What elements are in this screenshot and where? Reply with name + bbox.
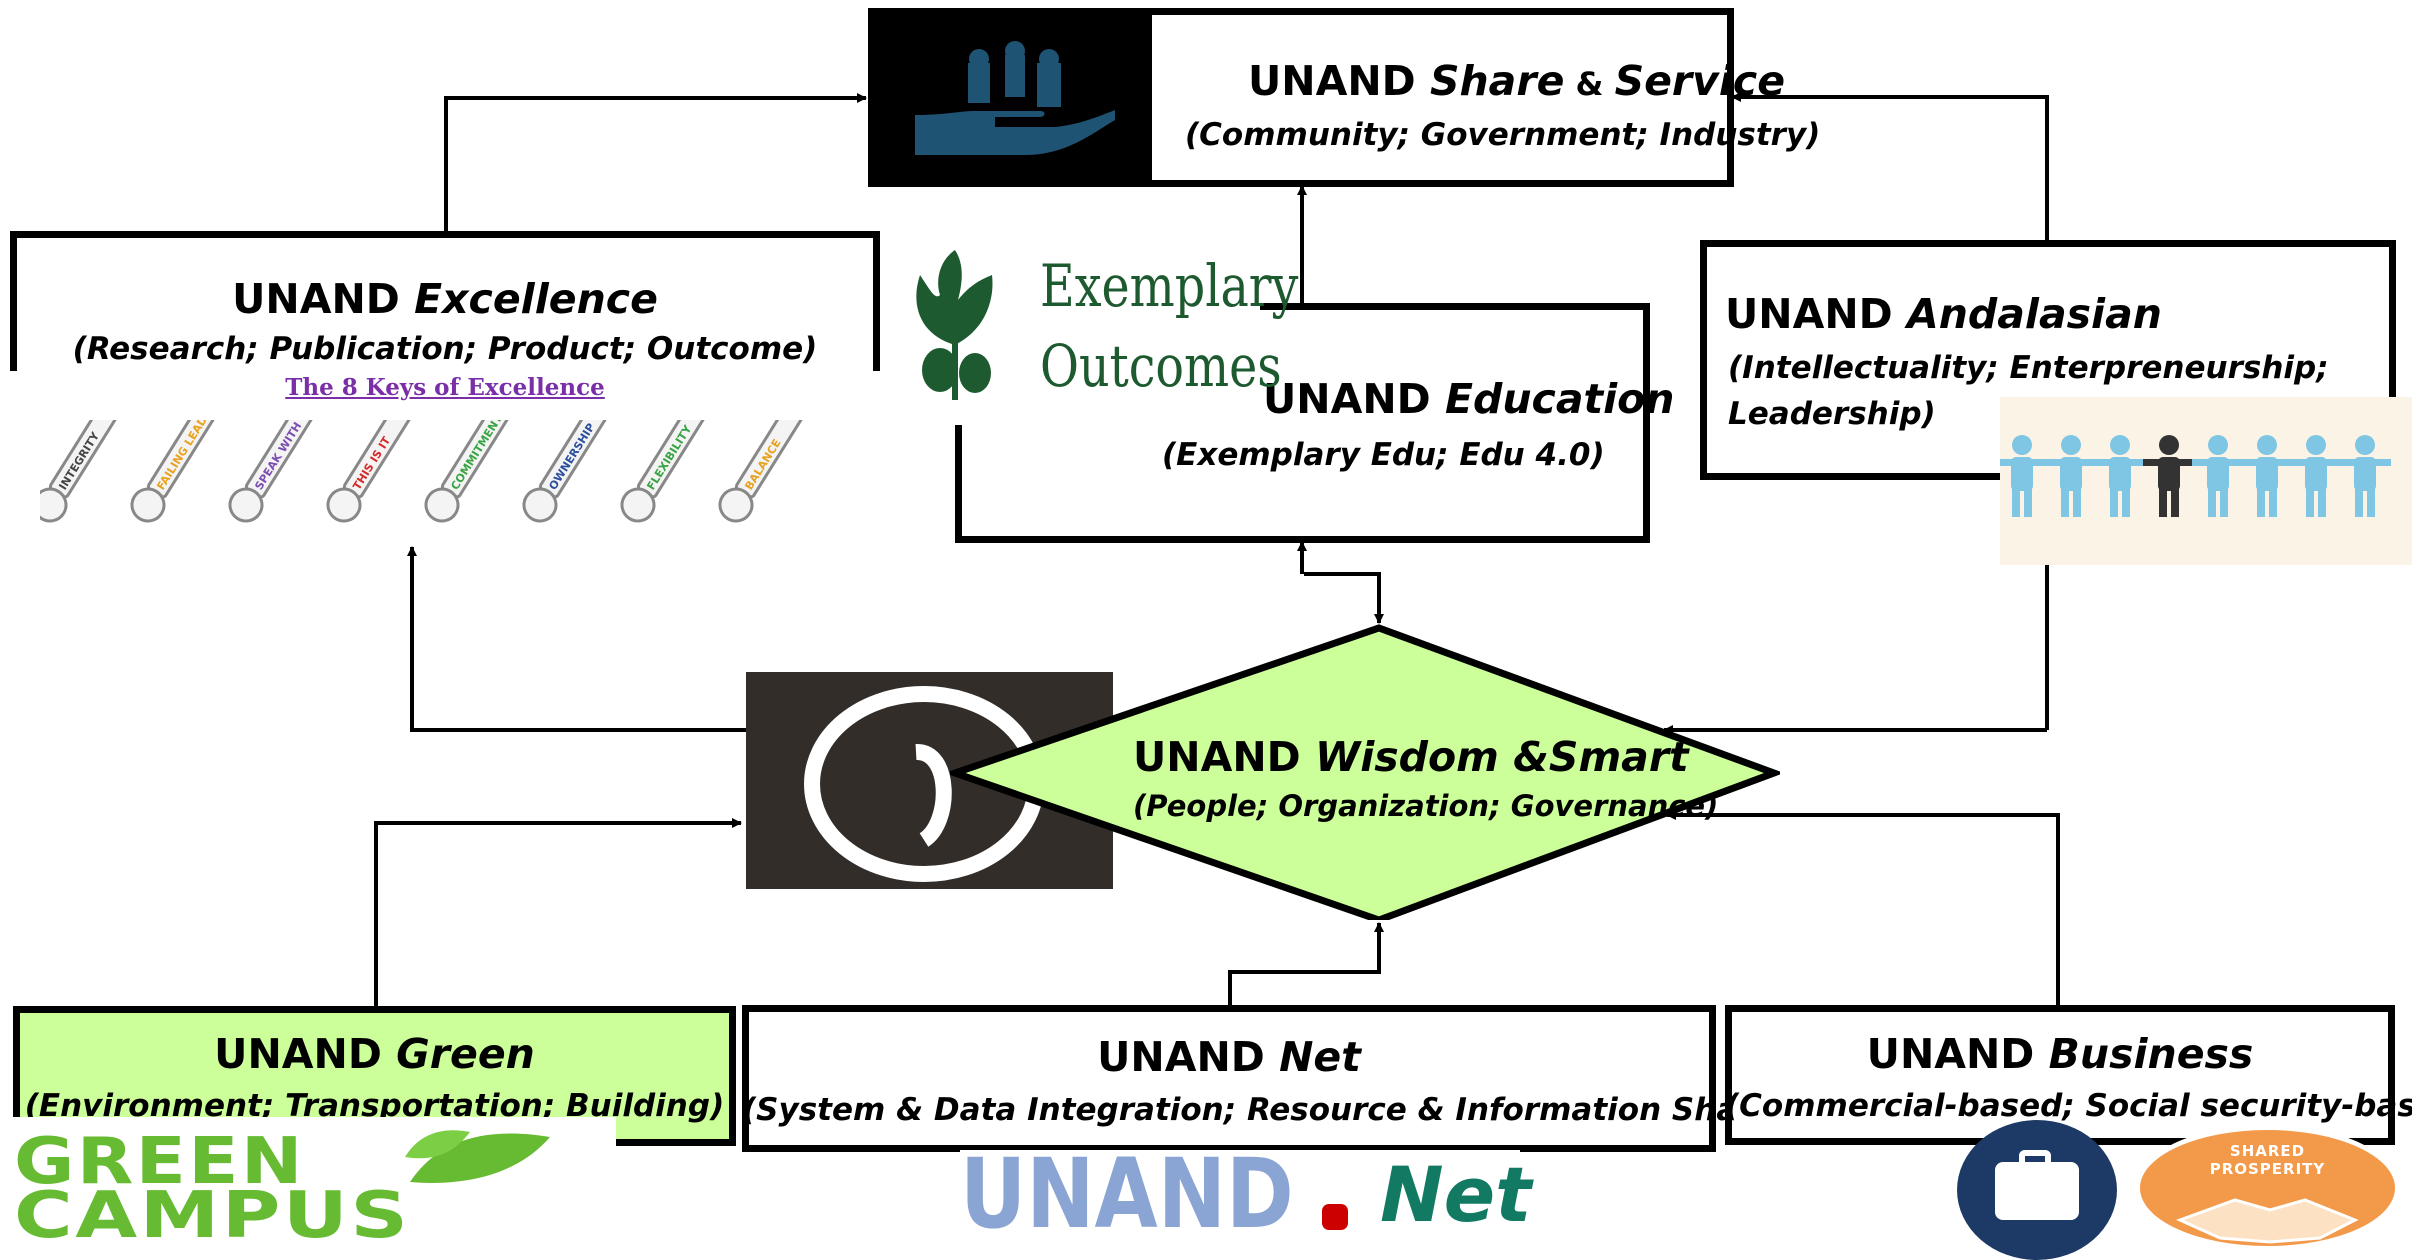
key-3: SPEAK WITH GOOD <box>228 385 326 523</box>
key-8: BALANCE <box>718 396 810 523</box>
key-5: COMMITMENT <box>424 396 516 523</box>
net-logo-left: UNAND <box>960 1138 1294 1250</box>
leaf-icon <box>405 1130 550 1183</box>
green-campus-line2: CAMPUS <box>14 1179 411 1253</box>
key-4: THIS IS IT <box>326 396 418 523</box>
person-icon <box>2192 435 2244 517</box>
key-2: FAILING LEADS TO <box>130 390 225 523</box>
andalasian-subtitle-line1: (Intellectuality; Enterpreneurship; <box>1728 350 2329 386</box>
green-title: UNAND Green <box>214 1030 535 1078</box>
handshake-icon <box>2176 1198 2359 1244</box>
badge-line1: SHARED <box>2229 1142 2306 1160</box>
andalasian-subtitle-line2: Leadership) <box>1728 396 1936 432</box>
oak-leaf-icon <box>916 250 993 400</box>
net-title: UNAND Net <box>1097 1033 1361 1081</box>
net-logo-dot <box>1322 1204 1348 1230</box>
arrow-andalasian-to-share <box>1731 92 2049 240</box>
andalasian-title: UNAND Andalasian <box>1725 290 2162 338</box>
person-icon <box>2290 435 2342 517</box>
node-excellence: UNAND Excellence (Research; Publication;… <box>10 231 880 531</box>
key-7: FLEXIBILITY <box>620 396 712 523</box>
arrow-net-to-wisdom <box>1228 922 1384 1008</box>
share-title: UNAND Share & Service <box>1248 57 1786 105</box>
node-share-service: UNAND Share & Service (Community; Govern… <box>868 8 1820 187</box>
hand-icon-panel <box>875 15 1152 180</box>
green-campus-line1: GREEN <box>14 1125 305 1199</box>
business-title: UNAND Business <box>1866 1030 2254 1078</box>
badge-line2: PROSPERITY <box>2209 1160 2326 1178</box>
excellence-subtitle: (Research; Publication; Product; Outcome… <box>72 331 818 367</box>
business-subtitle: (Commercial-based; Social security-based… <box>1725 1088 2412 1124</box>
keys-heading: The 8 Keys of Excellence <box>285 374 605 401</box>
people-panel <box>1996 397 2412 565</box>
shared-prosperity-badge: SHARED PROSPERITY <box>2135 1125 2400 1251</box>
key-label: FLEXIBILITY <box>644 422 695 492</box>
exemplary-logo-line1: Exemplary <box>1040 252 1299 320</box>
share-subtitle: (Community; Government; Industry) <box>1185 117 1821 153</box>
person-icon <box>1996 435 2048 517</box>
team-people-icon <box>1996 435 2391 517</box>
key-6: OWNERSHIP <box>522 396 614 523</box>
briefcase-icon <box>1957 1120 2117 1260</box>
node-net <box>742 1005 1716 1152</box>
arrow-wisdom-to-excellence <box>407 546 746 732</box>
key-label: OWNERSHIP <box>546 421 597 492</box>
wisdom-title: UNAND Wisdom &Smart <box>1133 733 1689 781</box>
net-logo-right: Net <box>1380 1150 1532 1239</box>
net-subtitle: (System & Data Integration; Resource & I… <box>742 1092 1822 1128</box>
helping-hand-icon <box>915 41 1115 155</box>
green-campus-logo: GREEN CAMPUS <box>0 1117 616 1253</box>
arrow-green-to-wisdom <box>374 818 742 1008</box>
arrow-business-to-wisdom <box>1666 810 2060 1008</box>
unand-net-logo: UNAND Net <box>960 1138 1531 1251</box>
education-subtitle: (Exemplary Edu; Edu 4.0) <box>1162 437 1605 473</box>
person-icon <box>2241 435 2293 517</box>
arrow-excellence-to-share <box>444 93 867 232</box>
person-icon <box>2045 435 2097 517</box>
person-icon <box>2339 435 2391 517</box>
exemplary-logo-line2: Outcomes <box>1040 332 1282 400</box>
excellence-title: UNAND Excellence <box>232 275 658 323</box>
arrow-education-to-wisdom <box>1304 572 1384 624</box>
person-icon <box>2094 435 2146 517</box>
wisdom-diamond <box>950 624 1780 920</box>
education-title: UNAND Education <box>1263 375 1675 423</box>
wisdom-subtitle: (People; Organization; Governance) <box>1133 789 1719 823</box>
person-leader-icon <box>2143 435 2195 517</box>
key-1: INTEGRITY <box>32 396 124 523</box>
